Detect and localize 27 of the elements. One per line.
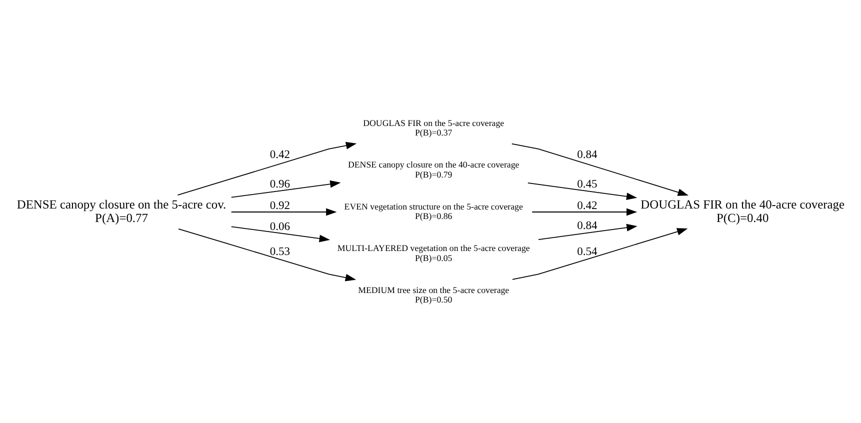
arrow [230, 226, 330, 242]
edge-label: 0.42 [270, 148, 290, 161]
arrow [532, 208, 638, 216]
edge-label: 0.96 [270, 178, 290, 190]
edge-label: 0.42 [577, 199, 598, 212]
arrow [230, 180, 341, 198]
arrow [511, 142, 689, 196]
node-text: MEDIUM tree size on the 5-acre coverage P(B)=0.50 [358, 284, 510, 304]
arrow [512, 228, 688, 280]
arrow [527, 182, 638, 200]
edge-label: 0.53 [270, 245, 290, 258]
arrow [230, 208, 337, 216]
edge-label: 0.54 [577, 245, 598, 258]
arrow [178, 228, 356, 281]
node-text: DOUGLAS FIR on the 40-acre coverage P(C)=0.40 [640, 197, 845, 224]
edge-label: 0.06 [270, 220, 290, 233]
node-text: MULTI-LAYERED vegetation on the 5-acre coverage P(B)=0.05 [337, 242, 530, 262]
arrow [177, 141, 357, 196]
node-text: DENSE canopy closure on the 40-acre coverage P(B)=0.79 [348, 159, 520, 179]
edge-label: 0.84 [577, 220, 598, 232]
arrow [538, 223, 638, 240]
edge-label: 0.92 [270, 199, 290, 212]
edge-label: 0.45 [577, 178, 598, 190]
node-text: DENSE canopy closure on the 5-acre cov. P(A)=0.77 [16, 197, 226, 224]
node-text: DOUGLAS FIR on the 5-acre coverage P(B)=0.37 [363, 117, 504, 138]
node-text: EVEN vegetation structure on the 5-acre coverage P(B)=0.86 [344, 200, 523, 221]
edge-label: 0.84 [577, 148, 598, 161]
